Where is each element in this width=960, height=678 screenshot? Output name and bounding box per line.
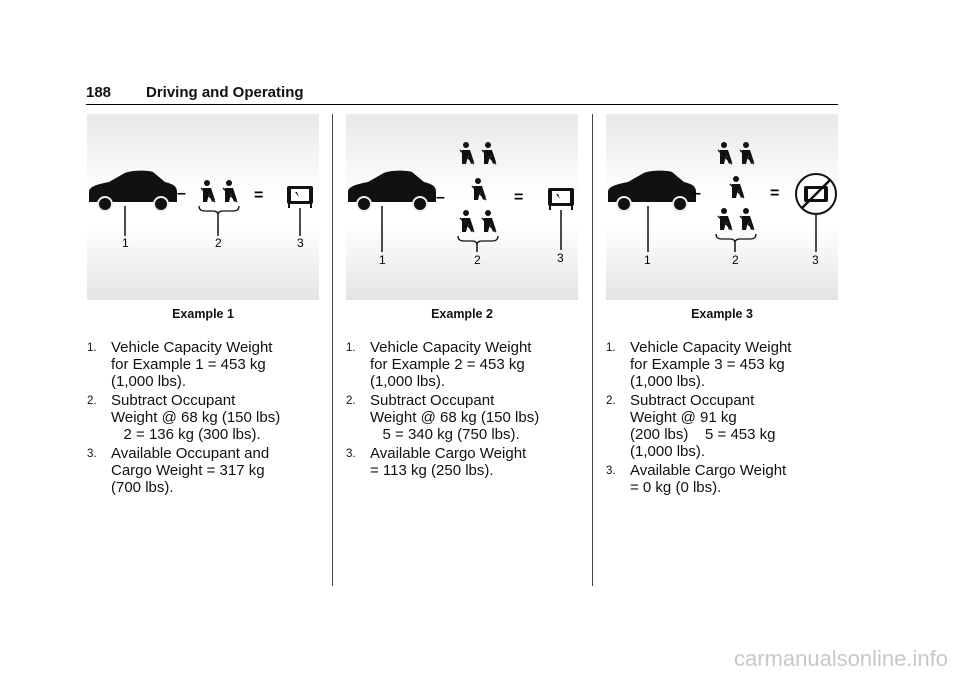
section-title: Driving and Operating [146,84,304,101]
step-item: 2. Subtract Occupant Weight @ 68 kg (150… [87,392,281,443]
callout-1: 1 [122,236,129,250]
step-item: 3. Available Cargo Weight = 0 kg (0 lbs)… [606,462,787,496]
occupant-seatbelt-icon [459,142,475,165]
step-item: 1. Vehicle Capacity Weight for Example 2… [346,339,532,390]
car-icon [348,170,436,212]
example-1-diagram: – = 1 2 3 [89,170,313,250]
watermark: carmanualsonline.info [733,646,948,671]
minus-operator: – [692,185,701,202]
example-3-diagram: – [608,142,837,267]
callout-3: 3 [557,251,564,265]
equals-operator: = [770,185,779,202]
callout-3: 3 [297,236,304,250]
cargo-icon [287,186,313,208]
column-divider [332,114,333,586]
step-item: 3. Available Occupant and Cargo Weight =… [87,445,270,496]
occupant-seatbelt-icon [717,208,733,231]
equals-operator: = [254,187,263,204]
occupant-seatbelt-icon [739,208,755,231]
occupant-seatbelt-icon [471,178,487,201]
example-2-steps: 1. Vehicle Capacity Weight for Example 2… [346,339,578,479]
step-item: 1. Vehicle Capacity Weight for Example 1… [87,339,273,390]
occupant-seatbelt-icon [481,210,497,233]
example-3-steps: 1. Vehicle Capacity Weight for Example 3… [606,339,838,496]
car-icon [608,170,696,212]
occupant-seatbelt-icon [739,142,755,165]
car-icon [89,170,177,212]
occupant-seatbelt-icon [729,176,745,199]
page-header: 188 Driving and Operating [86,84,838,105]
step-item: 1. Vehicle Capacity Weight for Example 3… [606,339,792,390]
step-item: 3. Available Cargo Weight = 113 kg (250 … [346,445,527,479]
example-3-illustration: – [606,114,838,300]
callout-2: 2 [474,253,481,267]
example-caption: Example 2 [431,307,493,321]
page-number: 188 [86,84,112,101]
step-item: 2. Subtract Occupant Weight @ 91 kg (200… [606,392,776,460]
example-2-diagram: – [348,142,574,267]
callout-3: 3 [812,253,819,267]
example-2-illustration: – [346,114,578,300]
column-divider [592,114,593,586]
minus-operator: – [177,185,186,202]
step-item: 2. Subtract Occupant Weight @ 68 kg (150… [346,392,540,443]
occupant-seatbelt-icon [481,142,497,165]
no-cargo-icon [795,173,837,215]
occupant-seatbelt-icon [200,180,216,203]
callout-1: 1 [644,253,651,267]
callout-1: 1 [379,253,386,267]
example-3-column: – [606,114,838,498]
example-1-illustration: – = 1 2 3 [87,114,319,300]
occupant-seatbelt-icon [459,210,475,233]
minus-operator: – [436,189,445,206]
example-1-column: – = 1 2 3 [87,114,319,498]
equals-operator: = [514,189,523,206]
example-2-column: – [346,114,578,481]
callout-2: 2 [215,236,222,250]
cargo-icon [548,188,574,210]
callout-2: 2 [732,253,739,267]
occupant-seatbelt-icon [717,142,733,165]
example-caption: Example 3 [691,307,753,321]
occupant-seatbelt-icon [222,180,238,203]
example-caption: Example 1 [172,307,234,321]
example-1-steps: 1. Vehicle Capacity Weight for Example 1… [87,339,319,496]
